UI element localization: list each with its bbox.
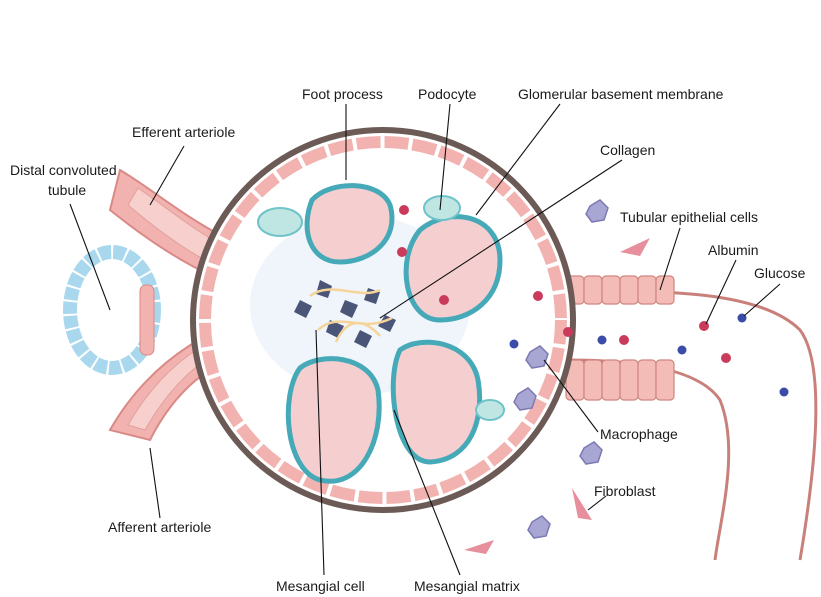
label-glomerular-basement-membrane: Glomerular basement membrane — [518, 86, 724, 102]
label-collagen: Collagen — [600, 142, 655, 158]
label-glucose: Glucose — [754, 265, 806, 281]
macula-densa — [140, 285, 154, 355]
label-mesangial-matrix: Mesangial matrix — [414, 578, 520, 594]
label-albumin: Albumin — [708, 242, 759, 258]
label-mesangial-cell: Mesangial cell — [276, 578, 365, 594]
label-afferent-arteriole: Afferent arteriole — [108, 519, 211, 535]
label-foot-process: Foot process — [302, 86, 383, 102]
label-efferent-arteriole: Efferent arteriole — [132, 124, 235, 140]
label-distal-tubule-line2: tubule — [48, 182, 86, 198]
label-fibroblast: Fibroblast — [594, 483, 656, 499]
label-tubular-epithelial-cells: Tubular epithelial cells — [620, 209, 758, 225]
tubular-epithelium-lower — [566, 360, 674, 400]
label-podocyte: Podocyte — [418, 86, 477, 102]
label-macrophage: Macrophage — [600, 426, 678, 442]
tubular-epithelium-upper — [566, 276, 674, 304]
label-distal-tubule-line1: Distal convoluted — [10, 162, 117, 178]
